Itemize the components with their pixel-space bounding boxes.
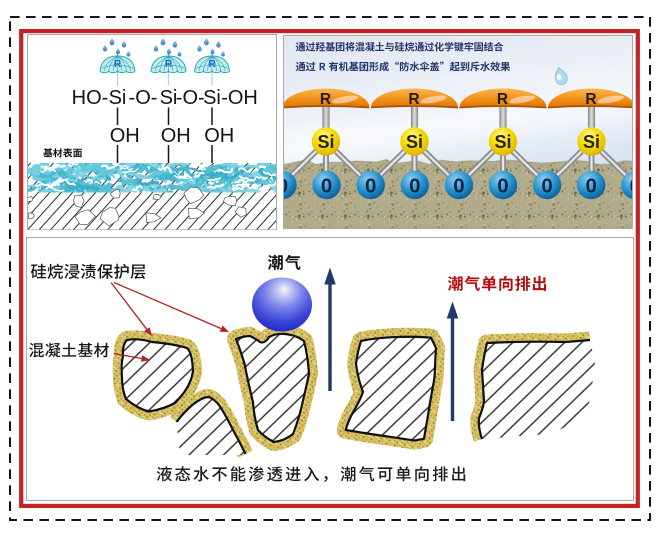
- svg-text:Si: Si: [317, 132, 334, 152]
- svg-text:OH: OH: [204, 125, 234, 147]
- svg-text:Si: Si: [109, 87, 127, 109]
- svg-text:0: 0: [409, 174, 420, 197]
- svg-text:0: 0: [365, 174, 376, 197]
- svg-text:0: 0: [497, 174, 508, 197]
- svg-text:OH: OH: [110, 125, 140, 147]
- svg-text:R: R: [320, 91, 331, 108]
- svg-text:0: 0: [453, 174, 464, 197]
- svg-text:-O-: -O-: [176, 87, 205, 109]
- svg-text:0: 0: [585, 174, 596, 197]
- svg-text:0: 0: [277, 174, 288, 197]
- svg-text:R: R: [408, 91, 419, 108]
- svg-text:R: R: [585, 91, 596, 108]
- svg-text:R: R: [497, 91, 508, 108]
- svg-text:OH: OH: [161, 125, 191, 147]
- svg-text:0: 0: [321, 174, 332, 197]
- svg-text:Si: Si: [160, 87, 178, 109]
- svg-text:0: 0: [541, 174, 552, 197]
- svg-text:0: 0: [630, 174, 641, 197]
- svg-text:Si: Si: [583, 132, 600, 152]
- svg-text:Si: Si: [406, 132, 423, 152]
- svg-text:Si: Si: [494, 132, 511, 152]
- svg-text:-O-: -O-: [129, 87, 158, 109]
- svg-text:-OH: -OH: [221, 87, 258, 109]
- svg-text:Si: Si: [203, 87, 221, 109]
- svg-text:HO-: HO-: [72, 87, 109, 109]
